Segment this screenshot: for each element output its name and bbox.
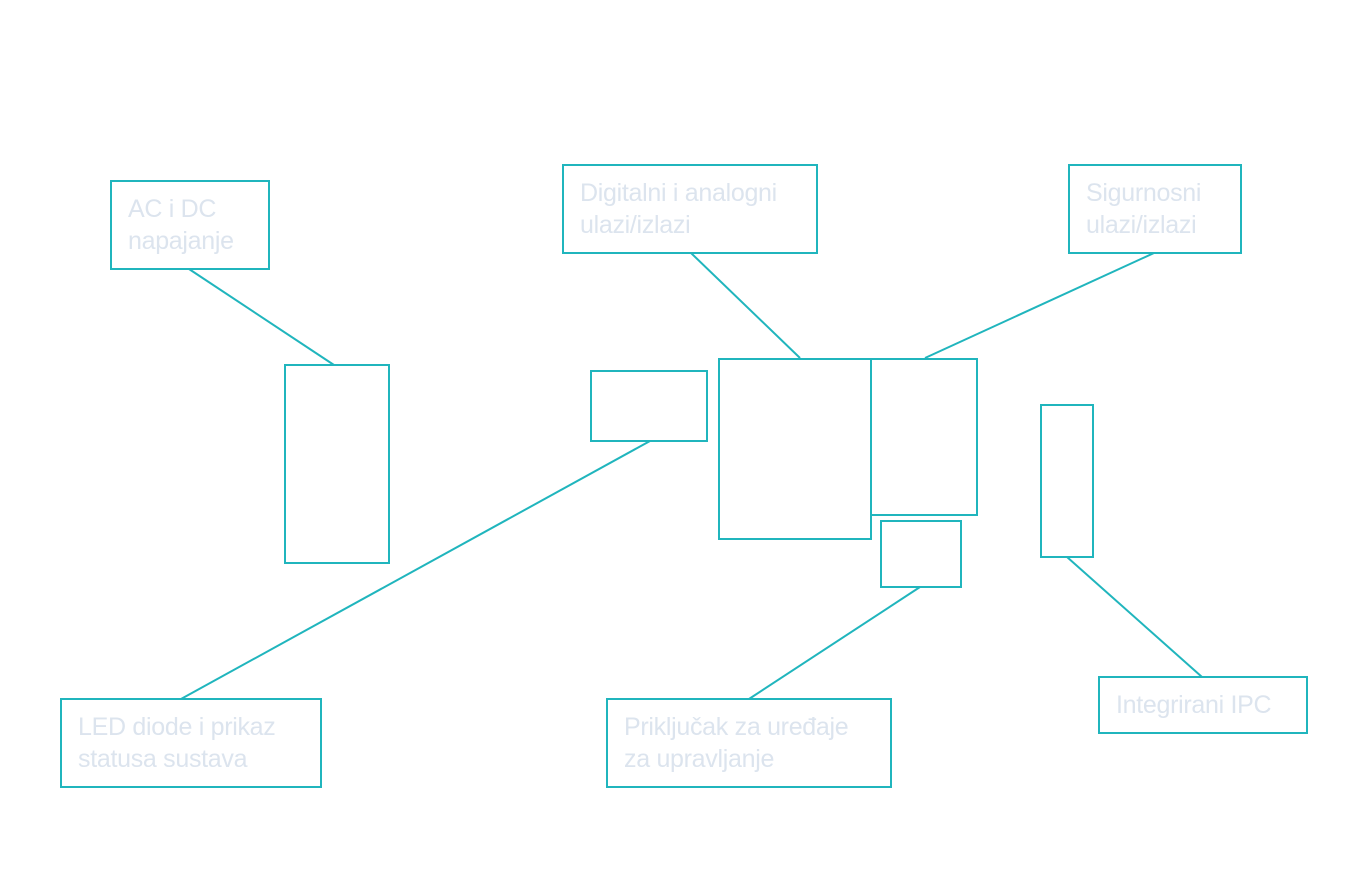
callout-safety-io-line-2: ulazi/izlazi [1086,211,1197,239]
callout-digital-analog-io-line-1: Digitalni i analogni [580,179,777,207]
hotspot-safety-io[interactable] [870,358,978,516]
connector-control-device-port [748,586,921,700]
connector-led-status [180,440,651,700]
callout-led-status-line-2: statusa sustava [78,745,248,773]
callout-power-line-1: AC i DC [128,195,217,223]
callout-control-device-port-line-1: Priključak za uređaje [624,713,849,741]
hotspot-led-status[interactable] [590,370,708,442]
callout-led-status-line-1: LED diode i prikaz [78,713,276,741]
callout-safety-io[interactable]: Sigurnosni ulazi/izlazi [1068,164,1242,254]
hotspot-control-device-port[interactable] [880,520,962,588]
callout-integrated-ipc[interactable]: Integrirani IPC [1098,676,1308,734]
hotspot-integrated-ipc[interactable] [1040,404,1094,558]
hotspot-power[interactable] [284,364,390,564]
callout-digital-analog-io[interactable]: Digitalni i analogni ulazi/izlazi [562,164,818,254]
callout-integrated-ipc-line-1: Integrirani IPC [1116,691,1272,719]
callout-control-device-port-line-2: za upravljanje [624,745,775,773]
callout-digital-analog-io-line-2: ulazi/izlazi [580,211,691,239]
hotspot-digital-analog-io[interactable] [718,358,872,540]
callout-control-device-port[interactable]: Priključak za uređaje za upravljanje [606,698,892,788]
callout-power-line-2: napajanje [128,227,234,255]
connector-power [188,268,335,366]
connector-digital-analog-io [690,252,801,359]
connector-integrated-ipc [1066,556,1203,678]
callout-safety-io-line-1: Sigurnosni [1086,179,1202,207]
connector-safety-io [924,252,1155,359]
callout-led-status[interactable]: LED diode i prikaz statusa sustava [60,698,322,788]
callout-power[interactable]: AC i DC napajanje [110,180,270,270]
